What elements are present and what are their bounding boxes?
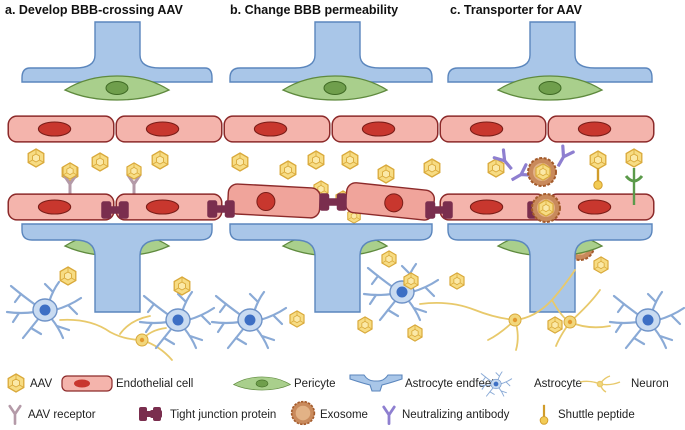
astrocyte-endfeet-bottom-a [21,223,213,313]
endothelial-row-top [7,115,655,143]
legend-label-endfeet: Astrocyte endfeet [405,378,495,390]
aav-receptor-aav-1 [62,162,78,180]
legend-label-exosome: Exosome [320,409,368,421]
tight-junction-a [101,201,129,219]
astrocyte-endfeet-top-c [447,21,653,83]
astrocyte-endfeet-bottom-c [447,223,653,313]
pericyte-icon [233,376,291,391]
legend-label-peptide: Shuttle peptide [558,409,635,421]
astrocyte-endfeet-bottom-b [229,223,433,313]
legend-label-antibody: Neutralizing antibody [402,409,510,421]
aav-receptor-icon [8,404,22,425]
legend-row-1: AAV Endothelial cell Pericyte Astrocyte … [7,371,669,397]
panel-c-title: c. Transporter for AAV [450,3,583,17]
tight-junction-b-right [425,201,453,219]
tight-junction-b-mid [319,193,347,211]
panel-b-title: b. Change BBB permeability [230,3,398,17]
legend-label-endothelial: Endothelial cell [116,378,193,390]
legend-label-neuron: Neuron [631,378,669,390]
aav-capsid-icon [7,373,25,393]
antibody-icon [382,405,396,425]
endothelial-cell-icon [61,375,113,392]
astrocyte-endfeet-top-b [229,21,433,83]
legend-label-astrocyte: Astrocyte [534,378,582,390]
exosome-icon [290,400,316,426]
legend-row-2: AAV receptor Tight junction protein Exos… [8,400,635,426]
endothelial-row-bottom-b [226,182,436,221]
panel-c-transport [492,144,644,261]
shuttle-peptide-icon [538,403,550,425]
astrocyte-endfeet-icon [349,374,403,392]
neuron-icon [579,375,621,393]
aav-receptor-aav-2 [126,162,142,180]
astrocyte-endfeet-top-a [21,21,213,83]
legend-label-receptor: AAV receptor [28,409,96,421]
legend-label-tight-junction: Tight junction protein [170,409,276,421]
neuron-bodies [135,313,577,347]
legend-label-pericyte: Pericyte [294,378,336,390]
legend-label-aav: AAV [30,378,52,390]
panel-a-title: a. Develop BBB-crossing AAV [5,3,183,17]
